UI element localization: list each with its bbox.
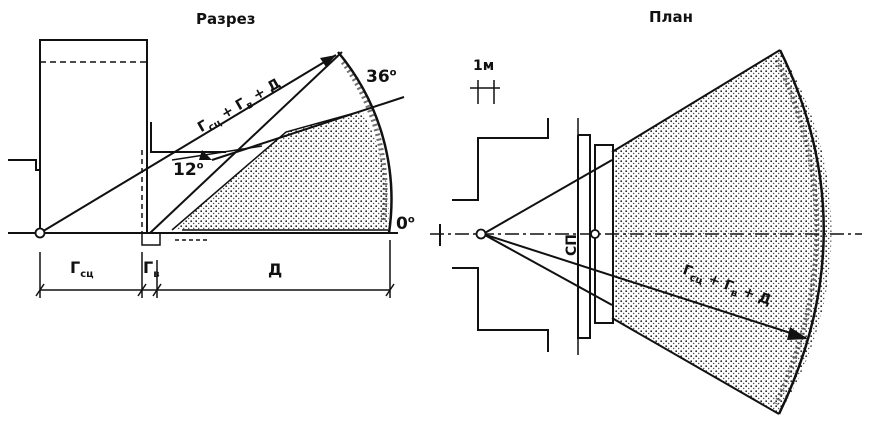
plan-column-outer (577, 134, 591, 339)
section-audience-zone (172, 111, 389, 230)
plan-source-point (475, 228, 487, 240)
angle-12-label: 12o (173, 160, 204, 180)
dimension-slash-3 (152, 283, 162, 297)
plan-sector-outline (611, 49, 781, 415)
ledge-mark (150, 122, 226, 153)
section-title: Разрез (196, 10, 256, 28)
section-arc-shade (340, 60, 388, 223)
plan-view (430, 49, 862, 415)
plan-lower-wall (452, 267, 549, 352)
angle-0-label: 0o (396, 214, 415, 234)
base-box (141, 232, 161, 246)
dimension-slash-2 (137, 283, 147, 297)
plan-ray-lower (482, 233, 613, 306)
section-view (8, 39, 405, 298)
dim-d-label: Д (268, 260, 283, 279)
sp-label: СП (564, 234, 580, 256)
source-point (34, 227, 46, 239)
plan-arrow-head (787, 327, 808, 340)
plan-audience-zone (615, 50, 832, 414)
plan-title: План (649, 8, 694, 26)
dim-gv-label: Гв (143, 258, 160, 281)
plan-stage-point (590, 229, 600, 239)
section-arc (337, 51, 393, 234)
scale-1m-label: 1м (473, 58, 495, 74)
plan-upper-wall (452, 118, 549, 201)
ray-stage-edge (149, 51, 343, 234)
dimension-slash-1 (35, 283, 45, 297)
stage-block (39, 39, 148, 233)
plan-arc-shade (773, 58, 820, 406)
arrow-head-top (320, 55, 336, 67)
dimension-slash-4 (385, 283, 395, 297)
left-step (8, 159, 40, 171)
dim-gsc-label: Гсц (70, 258, 94, 281)
angle-36-label: 36o (366, 67, 397, 87)
ray-12-lower (171, 145, 263, 161)
plan-ray-upper (482, 159, 613, 235)
section-audience-outline (171, 110, 388, 231)
arrow-12-head (199, 150, 212, 160)
ray-from-source (39, 54, 337, 234)
plan-ray-arrow (482, 233, 807, 339)
plan-arc (777, 49, 825, 415)
